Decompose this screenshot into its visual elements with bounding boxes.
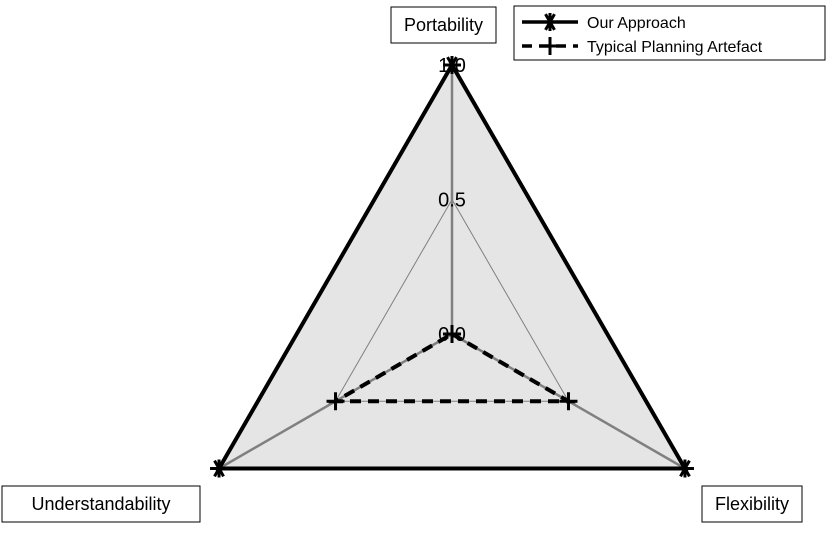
legend-label-typical-planning-artefact: Typical Planning Artefact [587, 39, 763, 56]
tick-label-0-0: 0.0 [438, 324, 466, 346]
legend-entry-our-approach: Our Approach [522, 13, 686, 32]
legend-marker-asterisk [541, 13, 559, 31]
point-typical-planning-artefact-portability [443, 325, 461, 343]
legend-box [513, 5, 826, 61]
axis-label-portability: Portability [390, 6, 497, 44]
series-line-typical-planning-artefact [328, 331, 576, 404]
point-our-approach-flexibility [675, 459, 694, 478]
legend-entry-typical-planning-artefact: Typical Planning Artefact [522, 37, 763, 56]
point-typical-planning-artefact-flexibility [559, 392, 578, 411]
axis-label-flexibility: Flexibility [701, 485, 803, 523]
tick-label-0-5: 0.5 [438, 190, 466, 212]
point-typical-planning-artefact-understandability [326, 392, 345, 411]
grid-ring-0.5 [334, 198, 570, 402]
legend: Our Approach Typical Planning Artefact [513, 5, 826, 61]
axis-label-portability-text: Portability [404, 15, 483, 35]
legend-marker-plus [541, 37, 559, 55]
axis-label-flexibility-text: Flexibility [715, 494, 789, 514]
legend-asterisk-icon [541, 13, 559, 31]
tick-label-layer: 0.0 0.5 1.0 [438, 55, 466, 346]
series-layer [210, 56, 694, 478]
point-our-approach-portability [443, 56, 461, 74]
tick-label-1-0: 1.0 [438, 55, 466, 77]
axis-label-understandability-text: Understandability [31, 494, 170, 514]
legend-plus-icon [541, 37, 559, 55]
series-line-our-approach [215, 60, 689, 471]
legend-label-our-approach: Our Approach [587, 15, 686, 32]
axis-label-understandability: Understandability [1, 485, 201, 523]
point-our-approach-understandability [210, 459, 229, 478]
